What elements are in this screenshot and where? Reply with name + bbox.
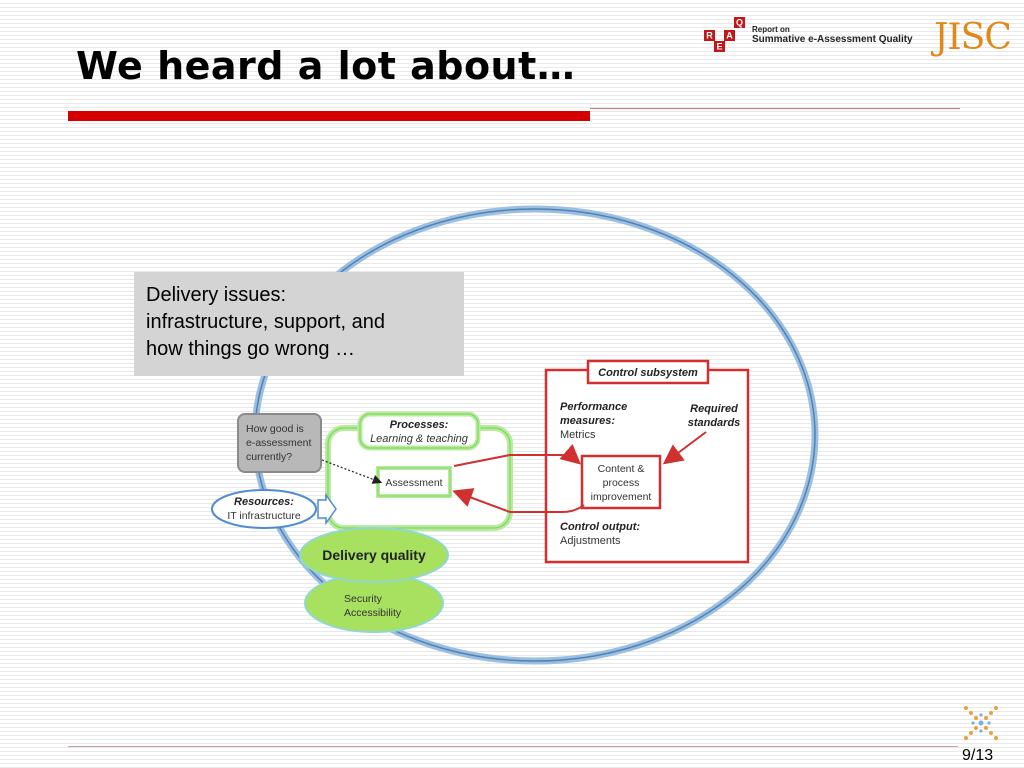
performance-measures-line1: Performance bbox=[560, 401, 627, 413]
content-box-line3: improvement bbox=[591, 491, 652, 503]
delivery-quality-ellipse bbox=[299, 527, 449, 583]
dotted-x-icon bbox=[964, 706, 998, 740]
title-underline-red bbox=[68, 111, 590, 121]
processes-sublabel: Learning & teaching bbox=[370, 433, 469, 445]
slide-title: We heard a lot about… bbox=[76, 44, 576, 88]
assessment-to-content-arrow bbox=[453, 443, 582, 467]
how-good-line1: How good is bbox=[246, 423, 304, 435]
callout-line-2: infrastructure, support, and bbox=[146, 311, 386, 333]
resources-sublabel: IT infrastructure bbox=[227, 510, 300, 522]
resources-arrow-icon bbox=[317, 492, 337, 526]
reaq-report-text: Report on Summative e-Assessment Quality bbox=[752, 25, 913, 45]
how-good-box bbox=[237, 413, 322, 473]
how-good-line3: currently? bbox=[246, 451, 292, 463]
content-box-line2: process bbox=[603, 477, 640, 489]
resources-label: Resources: bbox=[234, 496, 294, 508]
required-standards-line2: standards bbox=[688, 417, 741, 429]
control-output-line2: Adjustments bbox=[560, 535, 621, 547]
resources-ellipse bbox=[211, 489, 317, 529]
content-improvement-box bbox=[580, 454, 662, 510]
security-line1: Security bbox=[344, 593, 383, 605]
footer-rule bbox=[68, 746, 958, 747]
reaq-letter-q: Q bbox=[736, 18, 743, 28]
page-number: 9/13 bbox=[962, 747, 994, 764]
performance-measures-line2: measures: bbox=[560, 415, 615, 427]
standards-arrow bbox=[662, 431, 707, 465]
delivery-issues-callout: Delivery issues: infrastructure, support… bbox=[134, 272, 464, 376]
required-standards-line1: Required bbox=[690, 403, 738, 415]
reaq-line1: Report on bbox=[752, 25, 790, 34]
control-subsystem-tab bbox=[586, 359, 710, 385]
reaq-letter-e: E bbox=[716, 42, 722, 52]
callout-line-1: Delivery issues: bbox=[146, 284, 287, 306]
performance-measures-line3: Metrics bbox=[560, 429, 596, 441]
processes-label: Processes: bbox=[390, 419, 449, 431]
security-line2: Accessibility bbox=[344, 607, 402, 619]
reaq-line2: Summative e-Assessment Quality bbox=[752, 34, 913, 45]
reaq-letter-r: R bbox=[706, 31, 713, 41]
content-to-assessment-arrow bbox=[452, 488, 585, 513]
control-output-line1: Control output: bbox=[560, 521, 640, 533]
jisc-logo: JISC bbox=[934, 17, 1012, 58]
control-subsystem-label: Control subsystem bbox=[598, 367, 698, 379]
reaq-letter-a: A bbox=[726, 31, 733, 41]
content-box-line1: Content & bbox=[598, 463, 645, 475]
reaq-logo: R E A Q bbox=[704, 17, 745, 52]
delivery-quality-label: Delivery quality bbox=[322, 547, 426, 563]
callout-line-3: how things go wrong … bbox=[146, 338, 356, 360]
assessment-label: Assessment bbox=[385, 477, 442, 489]
how-good-line2: e-assessment bbox=[246, 437, 311, 449]
title-underline-thin bbox=[590, 108, 960, 109]
